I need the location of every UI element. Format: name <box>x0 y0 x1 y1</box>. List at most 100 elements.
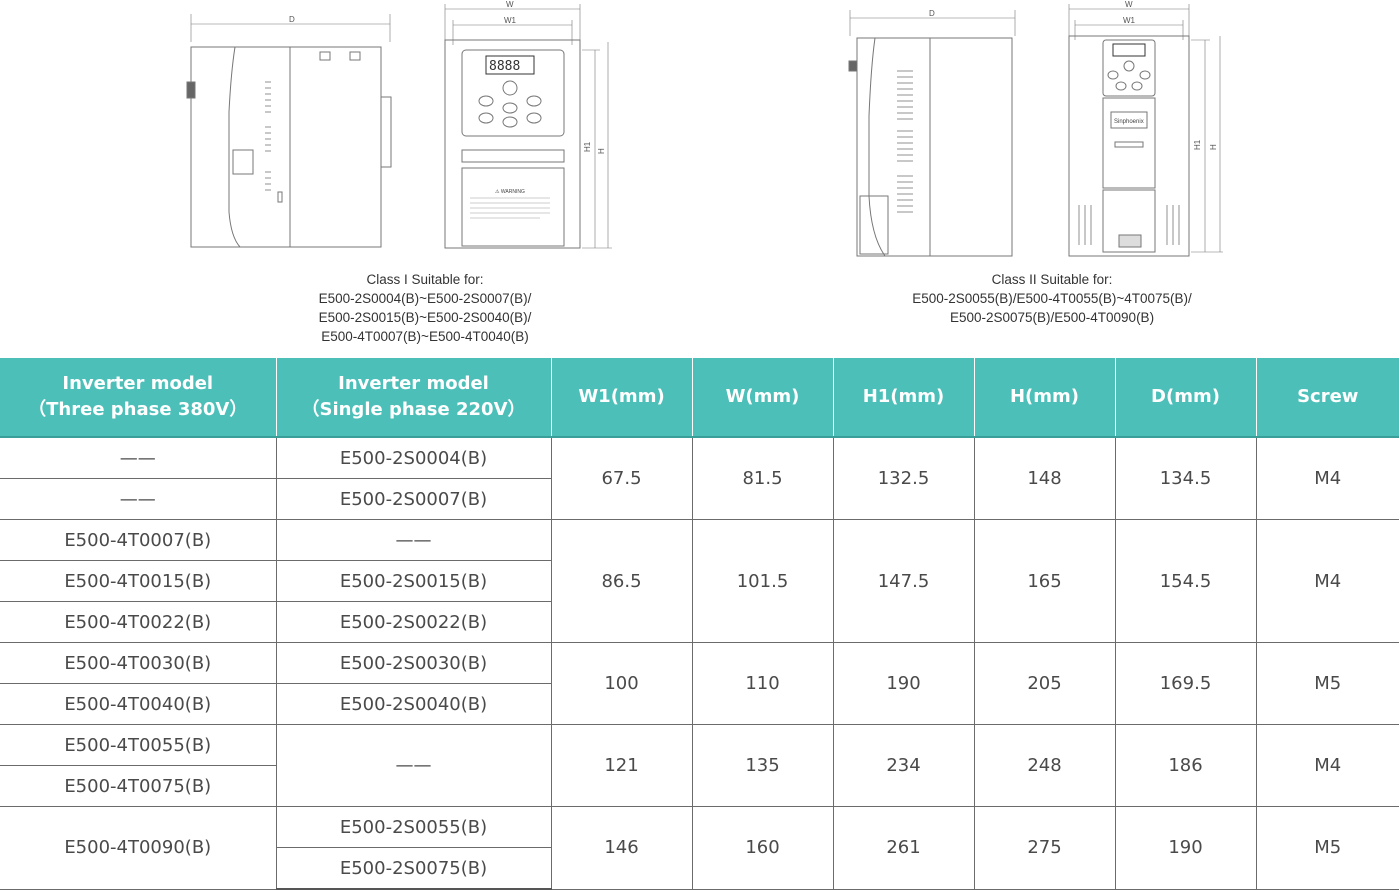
three-phase-cell: E500-4T0040(B) <box>0 683 277 725</box>
d-cell: 190 <box>1114 806 1257 890</box>
h-cell: 205 <box>973 642 1116 725</box>
svg-text:Sinphoenix: Sinphoenix <box>1114 119 1144 125</box>
header-single-phase: Inverter model （Single phase 220V） <box>276 358 552 438</box>
header-sublabel: （Three phase 380V） <box>28 399 248 420</box>
single-phase-cell: E500-2S0022(B) <box>275 601 551 643</box>
class2-caption-line: E500-2S0055(B)/E500-4T0055(B)~4T0075(B)/ <box>912 291 1192 306</box>
class2-dim-d: D <box>929 9 935 18</box>
header-label: Inverter model <box>338 373 489 394</box>
single-phase-cell: E500-2S0030(B) <box>275 642 552 684</box>
h1-cell: 132.5 <box>832 436 975 520</box>
class1-caption-line: Class I Suitable for: <box>366 272 484 287</box>
single-phase-cell: —— <box>275 519 552 561</box>
header-screw: Screw <box>1256 358 1399 438</box>
h-cell: 275 <box>973 806 1116 890</box>
class1-dim-w: W <box>506 0 514 9</box>
class2-front-view: W W1 Sinphoenix H1 H <box>1065 0 1235 262</box>
table-row: E500-2S0075(B) <box>0 847 1399 890</box>
single-phase-cell: E500-2S0007(B) <box>275 478 551 520</box>
three-phase-cell: E500-4T0075(B) <box>0 765 276 807</box>
h-cell: 248 <box>973 724 1116 807</box>
class2-caption-line: E500-2S0075(B)/E500-4T0090(B) <box>949 310 1155 325</box>
header-h: H(mm) <box>974 358 1116 438</box>
three-phase-cell: —— <box>0 436 277 479</box>
class2-caption-line: Class II Suitable for: <box>991 272 1113 287</box>
screw-cell: M4 <box>1255 724 1399 807</box>
header-w: W(mm) <box>692 358 834 438</box>
class1-dim-h: H <box>597 148 606 154</box>
class1-dim-h1: H1 <box>583 141 592 152</box>
w1-cell: 121 <box>550 724 693 807</box>
single-phase-cell: E500-2S0075(B) <box>276 847 551 890</box>
three-phase-cell: E500-4T0022(B) <box>0 601 277 643</box>
w1-cell: 146 <box>550 806 693 890</box>
table-row: —— E500-2S0004(B) 67.5 81.5 132.5 148 13… <box>0 436 1399 520</box>
h-cell: 148 <box>973 436 1116 520</box>
table-row: E500-4T0090(B) E500-2S0055(B) 146 160 26… <box>0 806 1399 890</box>
class1-caption-line: E500-2S0015(B)~E500-2S0040(B)/ <box>318 310 532 325</box>
table-row: E500-4T0015(B) E500-2S0015(B) <box>0 560 1399 602</box>
header-d: D(mm) <box>1115 358 1257 438</box>
table-row: E500-4T0007(B) —— 86.5 101.5 147.5 165 1… <box>0 519 1399 643</box>
three-phase-cell: E500-4T0090(B) <box>0 806 277 890</box>
svg-text:⚠ WARNING: ⚠ WARNING <box>495 189 525 195</box>
table-row: E500-4T0055(B) —— 121 135 234 248 186 M4 <box>0 724 1399 807</box>
header-sublabel: （Single phase 220V） <box>301 399 526 420</box>
table-header-row: Inverter model （Three phase 380V） Inverte… <box>0 358 1399 438</box>
class1-caption-line: E500-2S0004(B)~E500-2S0007(B)/ <box>318 291 532 306</box>
three-phase-cell: E500-4T0030(B) <box>0 642 277 684</box>
svg-text:8888: 8888 <box>489 59 520 74</box>
screw-cell: M5 <box>1255 806 1399 890</box>
w1-cell: 67.5 <box>550 436 693 520</box>
class1-dim-w1: W1 <box>504 16 517 25</box>
single-phase-cell: —— <box>275 724 552 807</box>
d-cell: 186 <box>1114 724 1257 807</box>
class2-caption: Class II Suitable for: E500-2S0055(B)/E5… <box>882 270 1222 327</box>
class1-dim-d: D <box>289 15 295 24</box>
class2-dim-h: H <box>1209 144 1218 150</box>
screw-cell: M4 <box>1255 519 1399 643</box>
table-row: E500-4T0075(B) <box>0 765 1399 807</box>
class1-front-view: W W1 8888 ⚠ WARNING H1 H <box>440 0 620 260</box>
table-row: —— E500-2S0007(B) <box>0 478 1399 520</box>
d-cell: 169.5 <box>1114 642 1257 725</box>
class1-side-view: D <box>185 12 400 257</box>
table-row: E500-4T0040(B) E500-2S0040(B) <box>0 683 1399 725</box>
d-cell: 154.5 <box>1114 519 1257 643</box>
h1-cell: 190 <box>832 642 975 725</box>
single-phase-cell: E500-2S0004(B) <box>275 436 552 479</box>
single-phase-cell: E500-2S0055(B) <box>275 806 552 848</box>
class2-dim-h1: H1 <box>1193 139 1202 150</box>
screw-cell: M5 <box>1255 642 1399 725</box>
screw-cell: M4 <box>1255 436 1399 520</box>
h1-cell: 234 <box>832 724 975 807</box>
header-three-phase: Inverter model （Three phase 380V） <box>0 358 277 438</box>
w1-cell: 86.5 <box>550 519 693 643</box>
h1-cell: 261 <box>832 806 975 890</box>
three-phase-cell: E500-4T0007(B) <box>0 519 277 561</box>
w1-cell: 100 <box>550 642 693 725</box>
h1-cell: 147.5 <box>832 519 975 643</box>
w-cell: 81.5 <box>691 436 834 520</box>
header-h1: H1(mm) <box>833 358 975 438</box>
three-phase-cell: —— <box>0 478 277 520</box>
three-phase-cell: E500-4T0055(B) <box>0 724 277 766</box>
class1-caption-line: E500-4T0007(B)~E500-4T0040(B) <box>321 329 529 344</box>
d-cell: 134.5 <box>1114 436 1257 520</box>
w-cell: 110 <box>691 642 834 725</box>
class2-dim-w: W <box>1125 0 1133 9</box>
w-cell: 101.5 <box>691 519 834 643</box>
h-cell: 165 <box>973 519 1116 643</box>
w-cell: 160 <box>691 806 834 890</box>
three-phase-cell: E500-4T0015(B) <box>0 560 277 602</box>
class2-side-view: D <box>845 6 1025 261</box>
class2-dim-w1: W1 <box>1123 16 1136 25</box>
header-w1: W1(mm) <box>551 358 693 438</box>
header-label: Inverter model <box>62 373 214 394</box>
table-row: E500-4T0022(B) E500-2S0022(B) <box>0 601 1399 643</box>
w-cell: 135 <box>691 724 834 807</box>
dimension-table: Inverter model （Three phase 380V） Inverte… <box>0 358 1399 890</box>
single-phase-cell: E500-2S0015(B) <box>275 560 551 602</box>
table-row: E500-4T0030(B) E500-2S0030(B) 100 110 19… <box>0 642 1399 725</box>
class1-caption: Class I Suitable for: E500-2S0004(B)~E50… <box>270 270 580 346</box>
